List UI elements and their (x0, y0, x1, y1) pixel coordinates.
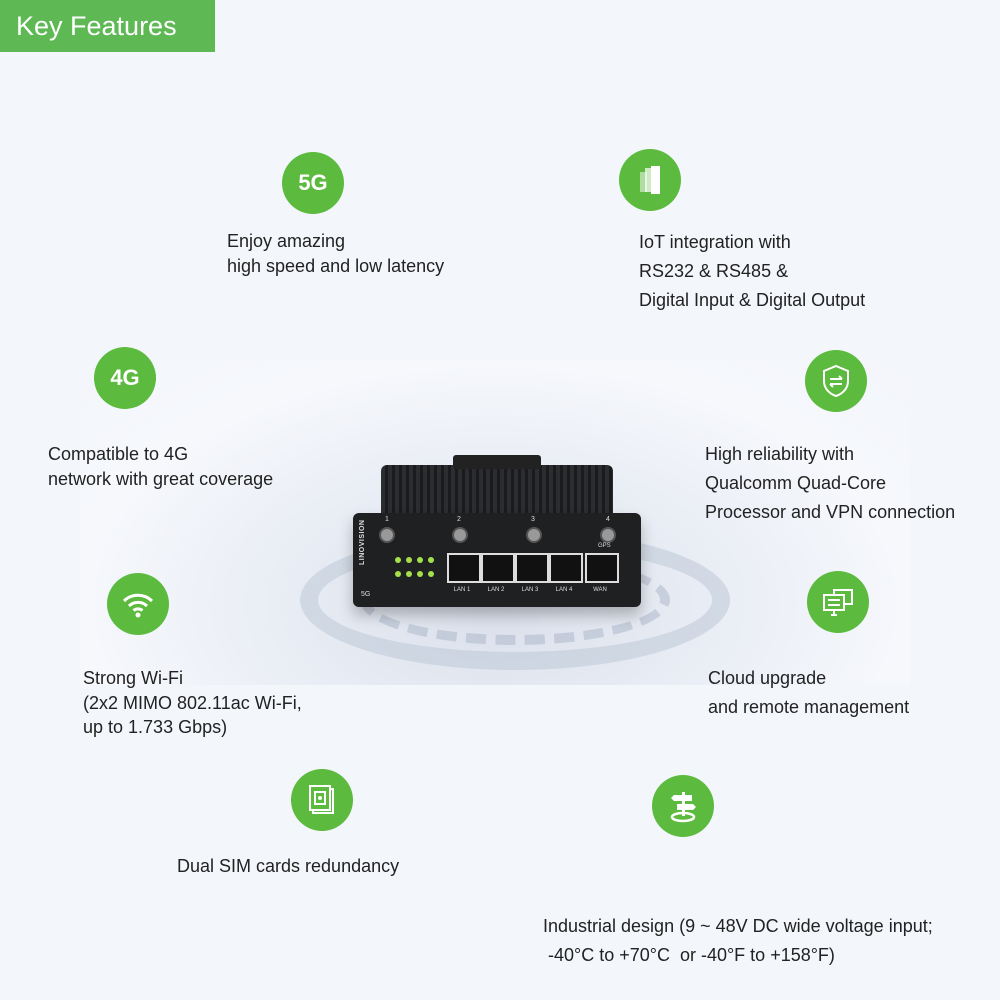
antenna-connector (452, 527, 468, 543)
din-rail-clip (453, 455, 541, 469)
status-led (395, 571, 401, 577)
ethernet-port (447, 553, 481, 583)
router-product-image: LINOVISION 1 2 3 4 GPS 5G LAN 1 LAN 2 LA… (353, 455, 641, 607)
router-brand: LINOVISION (359, 519, 366, 565)
model-badge: 5G (361, 591, 371, 598)
status-led (395, 557, 401, 563)
status-led (406, 557, 412, 563)
port-label: LAN 1 (453, 587, 471, 593)
ethernet-port (549, 553, 583, 583)
signpost-icon (652, 775, 714, 837)
4g-icon: 4G (94, 347, 156, 409)
key-features-banner: Key Features (0, 0, 215, 52)
port-label: LAN 2 (487, 587, 505, 593)
antenna-connector (379, 527, 395, 543)
port-label: WAN (593, 587, 607, 593)
cloud-monitors-icon (807, 571, 869, 633)
shield-vpn-icon (805, 350, 867, 412)
router-front-panel: LINOVISION 1 2 3 4 GPS 5G LAN 1 LAN 2 LA… (353, 513, 641, 607)
antenna-connector (526, 527, 542, 543)
ethernet-port (585, 553, 619, 583)
5g-icon: 5G (282, 152, 344, 214)
feature-wifi-text: Strong Wi-Fi(2x2 MIMO 802.11ac Wi-Fi,up … (83, 668, 302, 737)
status-led (428, 557, 434, 563)
port-label: LAN 3 (521, 587, 539, 593)
product-backdrop (80, 360, 910, 685)
antenna-label: 2 (457, 516, 461, 523)
ethernet-port (481, 553, 515, 583)
antenna-connector (600, 527, 616, 543)
port-label: LAN 4 (555, 587, 573, 593)
antenna-label: 1 (385, 516, 389, 523)
antenna-label: 3 (531, 516, 535, 523)
status-led (406, 571, 412, 577)
antenna-label: 4 (606, 516, 610, 523)
feature-industrial-text: Industrial design (9 ~ 48V DC wide volta… (543, 916, 933, 965)
gps-label: GPS (598, 543, 611, 549)
status-led (428, 571, 434, 577)
status-led (417, 557, 423, 563)
sim-chip-icon (291, 769, 353, 831)
ethernet-port (515, 553, 549, 583)
status-led (417, 571, 423, 577)
feature-sim-text: Dual SIM cards redundancy (177, 856, 400, 876)
page-title: Key Features (16, 11, 177, 41)
iot-panels-icon (619, 149, 681, 211)
wifi-icon (107, 573, 169, 635)
router-heatsink (381, 465, 613, 515)
